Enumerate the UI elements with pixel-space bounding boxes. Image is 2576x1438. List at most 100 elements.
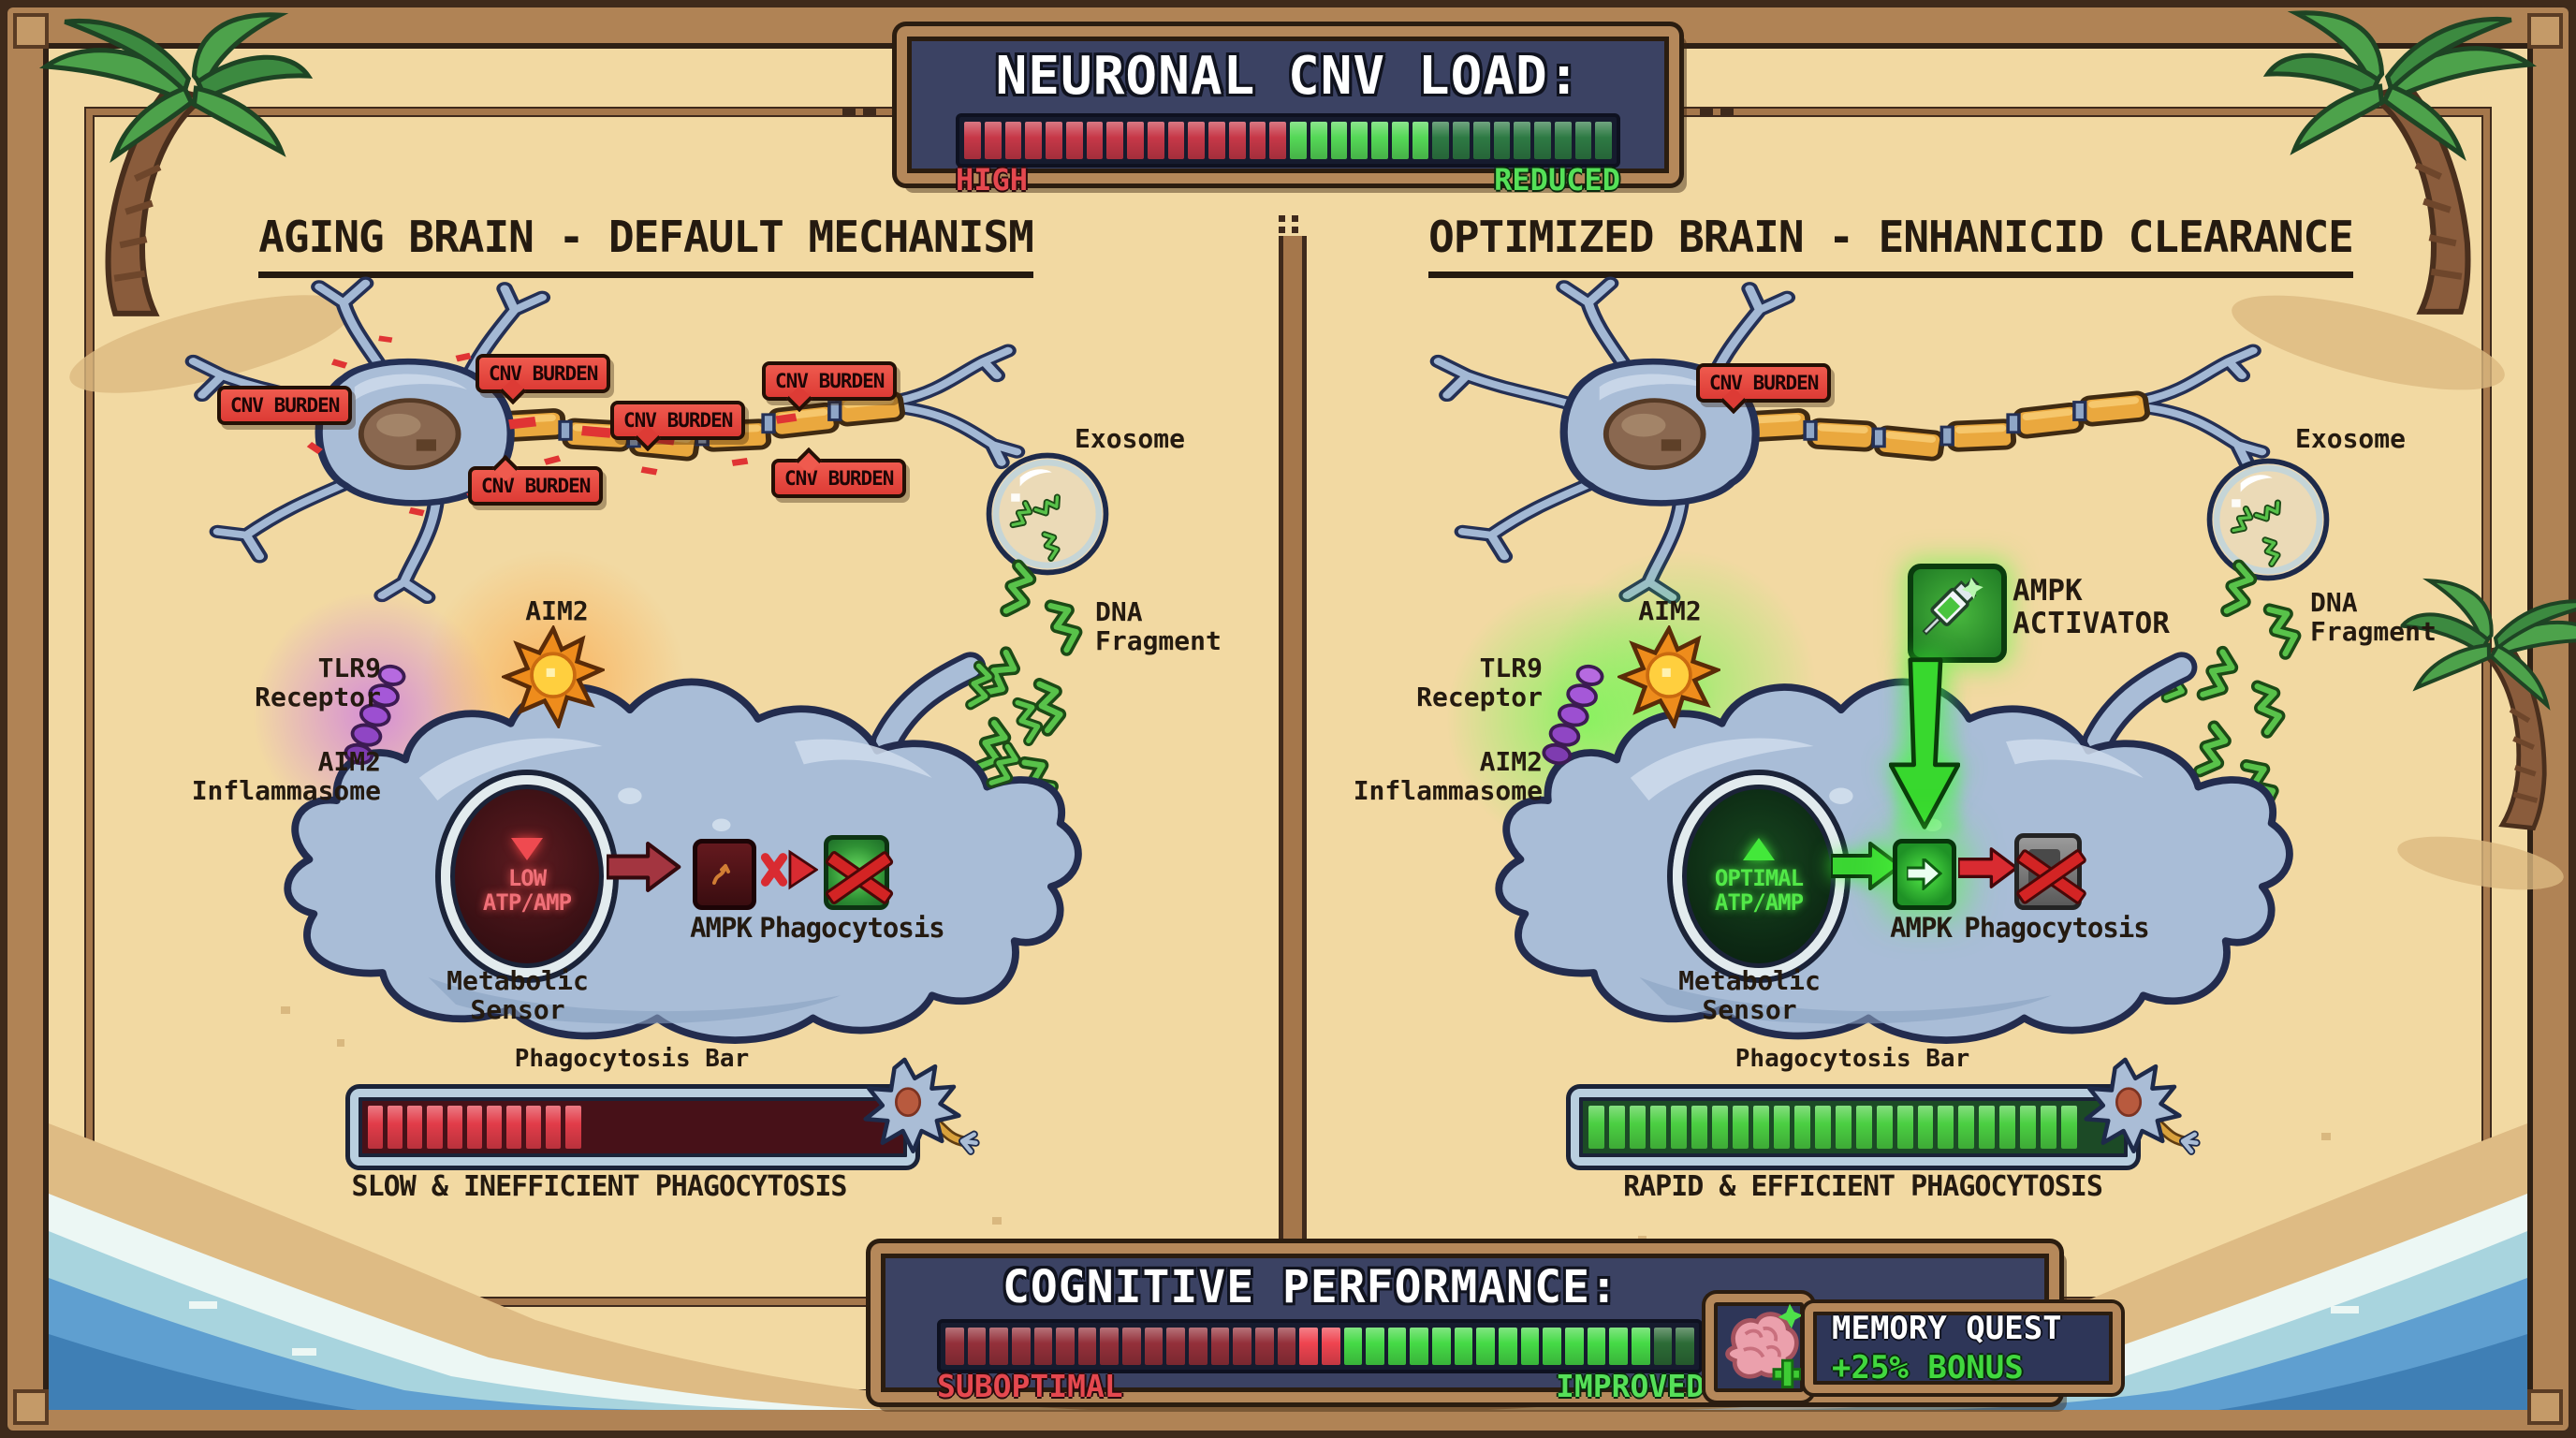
arrow-right-icon (1831, 841, 1902, 891)
bar-segment-empty (724, 1106, 739, 1149)
arrow-right-icon (1958, 844, 2018, 891)
aim2-inflammasome-icon (1617, 625, 1720, 728)
bar-segment (1896, 1106, 1913, 1149)
sand-speckle (337, 1039, 344, 1047)
bar-segment (407, 1106, 423, 1149)
bar-segment (526, 1106, 542, 1149)
bar-segment-empty (744, 1106, 759, 1149)
cnv-load-high-label: HIGH (956, 162, 1029, 198)
frame-corner (13, 13, 49, 49)
bar-segment (964, 122, 981, 159)
bar-segment (1147, 122, 1164, 159)
bar-segment (1588, 1106, 1604, 1149)
cnv-load-bar (956, 113, 1620, 168)
beach-water-left (49, 1123, 1088, 1410)
ampk-box-inactive (693, 839, 756, 910)
cognitive-bar (937, 1319, 1703, 1373)
bar-segment (546, 1106, 562, 1149)
frame-corner (2527, 1389, 2563, 1425)
bar-segment (1106, 122, 1123, 159)
arrow-right-icon (607, 841, 681, 893)
bar-segment (1210, 1328, 1230, 1365)
sand-speckle (1638, 1236, 1647, 1243)
sand-speckle (992, 1217, 1002, 1225)
bar-segment (1189, 1328, 1208, 1365)
bar-segment (1004, 122, 1022, 159)
aging-neuron (178, 276, 1039, 613)
bar-segment (1011, 1328, 1031, 1365)
metabolic-sensor-label: Metabolic Sensor (446, 965, 589, 1026)
bar-segment (1564, 1328, 1584, 1365)
exosome-bubble (981, 448, 1114, 580)
bar-segment (1065, 122, 1083, 159)
bar-segment (446, 1106, 462, 1149)
bar-segment (1228, 122, 1246, 159)
suboptimal-label: SUBOPTIMAL (937, 1368, 1123, 1404)
bar-segment (1025, 122, 1042, 159)
bar-segment (1033, 1328, 1053, 1365)
exosome-label: Exosome (2295, 423, 2407, 454)
bar-segment (1711, 1106, 1728, 1149)
phagocytosis-label: Phagocytosis (759, 912, 945, 944)
bar-segment (967, 1328, 987, 1365)
cognitive-banner: COGNITIVE PERFORMANCE: SUBOPTIMAL IMPROV… (871, 1243, 2059, 1404)
cnv-burden-label: CNV BURDEN (1696, 363, 1832, 403)
bar-segment (1366, 1328, 1384, 1365)
bar-segment-empty (684, 1106, 699, 1149)
aim2-inflammasome-label: AIM2 Inflammasome (191, 746, 381, 807)
bar-segment (1690, 1106, 1707, 1149)
bar-segment-empty (645, 1106, 660, 1149)
bar-segment (1351, 122, 1368, 159)
aim2-label: AIM2 (1638, 595, 1702, 626)
bar-segment-empty (586, 1106, 601, 1149)
bar-segment (1595, 122, 1612, 159)
bar-segment (466, 1106, 482, 1149)
brain-icon (1708, 1299, 1806, 1396)
frame-corner (2527, 13, 2563, 49)
cnv-load-banner: NEURONAL CNV LOAD: HIGH REDUCED (897, 26, 1679, 198)
bar-segment-empty (803, 1106, 818, 1149)
bar-segment (1855, 1106, 1872, 1149)
divider-dot (1292, 215, 1298, 222)
exosome-label: Exosome (1075, 423, 1186, 454)
bar-segment (1499, 1328, 1517, 1365)
bar-segment (1653, 1328, 1673, 1365)
bar-segment (984, 122, 1002, 159)
arrow-down-icon (1889, 657, 1960, 831)
aim2-label: AIM2 (525, 595, 589, 626)
bar-segment (1520, 1328, 1540, 1365)
bar-segment (2020, 1106, 2037, 1149)
sensor-reading: LOW ATP/AMP (482, 864, 572, 916)
bar-segment (427, 1106, 443, 1149)
bar-segment (2041, 1106, 2057, 1149)
bar-segment (1387, 1328, 1407, 1365)
bar-segment (1391, 122, 1409, 159)
bar-segment (1649, 1106, 1666, 1149)
bar-segment-empty (704, 1106, 719, 1149)
bar-segment-empty (625, 1106, 640, 1149)
memory-quest-panel: MEMORY QUEST +25% BONUS (1805, 1303, 2121, 1393)
metabolic-sensor-gauge: OPTIMAL ATP/AMP (1673, 775, 1845, 977)
cnv-load-title: NEURONAL CNV LOAD: (995, 46, 1581, 107)
cnv-burden-label: CNV BURDEN (762, 361, 898, 401)
phagocytosis-box-crossed (2014, 833, 2087, 910)
bar-segment (1277, 1328, 1296, 1365)
bar-segment (1056, 1328, 1075, 1365)
bar-segment (1269, 122, 1286, 159)
bar-segment (1631, 1328, 1650, 1365)
bar-segment (1371, 122, 1388, 159)
bar-segment (1290, 122, 1307, 159)
cnv-burden-label: CNV BURDEN (610, 401, 746, 440)
bar-segment (505, 1106, 522, 1149)
bar-segment (388, 1106, 403, 1149)
bar-segment (1514, 122, 1530, 159)
left-panel-title: AGING BRAIN - DEFAULT MECHANISM (159, 212, 1133, 278)
phagocytosis-bar-label: Phagocytosis Bar (514, 1045, 750, 1073)
bar-segment (1835, 1106, 1852, 1149)
bar-segment (1299, 1328, 1318, 1365)
frame-dash (1700, 109, 1713, 115)
ampk-activator-label: AMPK ACTIVATOR (2012, 574, 2170, 640)
frame-corner (13, 1389, 49, 1425)
beach-water-right (1488, 1123, 2527, 1410)
bar-segment (1453, 122, 1470, 159)
